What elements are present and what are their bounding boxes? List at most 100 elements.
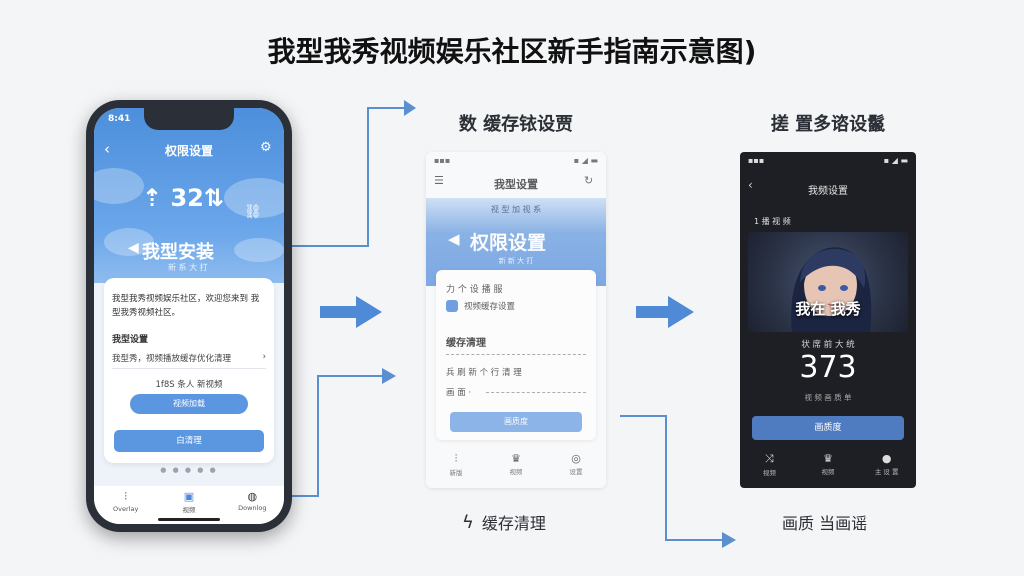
nav-label: 设置: [569, 468, 583, 476]
page-indicator: ● ● ● ● ●: [160, 466, 218, 474]
nav-label: 视频: [509, 468, 523, 476]
phone-mockup-quality: ▪▪▪▪ ◢ ▬ ‹ 我频设置 1 播 视 频 我在 我秀 状 席 前 大 统 …: [740, 152, 916, 488]
phone-mockup-main: 8:41 ‹ 权限设置 ⚙ ⇡ 32⇅ ⛓ ◀ 我型安装 新 系 大 打 我型我…: [86, 100, 292, 532]
intro-text: 我型我秀视频娱乐社区，欢迎您来到 我型我秀视频社区。: [112, 294, 260, 318]
character-illustration: [791, 247, 872, 332]
shield-icon: [446, 300, 458, 312]
step2-caption: ϟ 缓存清理: [462, 510, 546, 534]
gear-icon[interactable]: ⚙: [260, 140, 272, 155]
nav-item-downlog[interactable]: ◍ Downlog: [222, 490, 282, 524]
brand-subtitle: 新 系 大 打: [168, 263, 208, 272]
arrowhead-mid: [382, 368, 396, 384]
phone-notch: [144, 108, 234, 130]
phone-screen-main: 8:41 ‹ 权限设置 ⚙ ⇡ 32⇅ ⛓ ◀ 我型安装 新 系 大 打 我型我…: [94, 108, 284, 524]
phone-mockup-cache: ▪▪▪▪ ◢ ▬ ☰ 我型设置 ↻ 视 型 加 视 系 ◀ 权限设置 新 新 大…: [426, 152, 606, 488]
screen-header: ☰ 我型设置 ↻: [426, 168, 606, 198]
bottom-nav: ⫶ 新版 ♛ 视频 ◎ 设置: [426, 452, 606, 488]
banner-subtitle: 视 型 加 视 系: [490, 205, 542, 214]
counter-value: 32: [170, 184, 204, 212]
nav-item-video[interactable]: ⤨ 视频: [740, 452, 799, 488]
menu-icon[interactable]: ☰: [434, 174, 444, 187]
nav-label: 主 设 置: [874, 468, 899, 476]
quality-row[interactable]: 画 面 ·: [446, 388, 472, 398]
clear-button[interactable]: 白清理: [114, 430, 264, 452]
quality-button[interactable]: 画质度: [450, 412, 582, 432]
nav-item-main-settings[interactable]: ● 主 设 置: [857, 452, 916, 488]
status-bar: ▪▪▪▪ ◢ ▬: [434, 156, 598, 165]
sort-icon: ⛓: [244, 204, 262, 220]
nav-label: 视频: [762, 469, 776, 477]
status-bar: ▪▪▪▪ ◢ ▬: [748, 156, 908, 165]
card-header: 力 个 设 播 服: [446, 285, 503, 295]
connector-bottom: [620, 415, 722, 541]
crown-icon: ♛: [823, 452, 833, 465]
bottom-nav: ⫶ Overlay ▣ 视频 ◍ Downlog: [94, 486, 284, 524]
big-arrow-2: [636, 296, 694, 328]
chevron-right-icon: ›: [262, 352, 266, 362]
cache-setting-item[interactable]: 视频缓存设置: [446, 300, 515, 312]
divider: [112, 368, 266, 369]
character-artwork: [748, 232, 908, 332]
speaker-icon: ◀: [128, 240, 139, 256]
nav-item-settings[interactable]: ◎ 设置: [546, 452, 606, 488]
nav-label: 视频: [182, 506, 196, 514]
section-title: 缓存清理: [446, 338, 486, 349]
settings-card: 我型我秀视频娱乐社区，欢迎您来到 我型我秀视频社区。 我型设置 我型秀，视频播放…: [104, 278, 274, 463]
cache-row[interactable]: 兵 刷 新 个 行 清 理: [446, 368, 522, 378]
back-chevron-icon[interactable]: ‹: [104, 140, 110, 158]
cache-setting-label: 视频缓存设置: [464, 302, 516, 312]
target-icon: ◎: [571, 452, 581, 465]
artwork-caption: 我在 我秀: [795, 300, 861, 318]
load-video-button[interactable]: 视频加载: [130, 394, 248, 414]
section-title: 我型设置: [112, 335, 149, 345]
arrowhead-top: [404, 100, 416, 116]
nav-label: Downlog: [238, 504, 267, 512]
nav-item-overlay[interactable]: ⫶ Overlay: [96, 490, 156, 524]
status-time: 8:41: [108, 114, 131, 124]
updown-icon: ⇅: [203, 184, 224, 212]
hero-banner: [94, 108, 284, 283]
back-chevron-icon[interactable]: ‹: [748, 178, 753, 192]
nav-item-video[interactable]: ▣ 视频: [159, 490, 219, 524]
step2-heading: 数 缓存铱设贾: [458, 114, 574, 135]
quality-button[interactable]: 画质度: [752, 416, 904, 440]
nav-item-new[interactable]: ⫶ 新版: [426, 452, 486, 488]
calendar-icon: ▣: [183, 490, 195, 503]
step3-caption-text: 画质 当画谣: [782, 514, 868, 533]
refresh-icon[interactable]: ↻: [584, 174, 594, 187]
page-title: 我型我秀视频娱乐社区新手指南示意图): [267, 35, 757, 68]
screen-title: 权限设置: [164, 144, 213, 158]
step2-caption-text: 缓存清理: [481, 514, 546, 533]
cache-card: 力 个 设 播 服 视频缓存设置 缓存清理 兵 刷 新 个 行 清 理 画 面 …: [436, 270, 596, 440]
nav-item-video-2[interactable]: ♛ 视频: [799, 452, 858, 488]
section-label: 1 播 视 频: [754, 217, 791, 226]
info-text: 1f8S 条人 新视频: [155, 380, 223, 390]
filters-icon: ⫶: [454, 452, 458, 465]
screen-title: 我频设置: [808, 186, 848, 197]
bottom-nav: ⤨ 视频 ♛ 视频 ● 主 设 置: [740, 452, 916, 488]
stat-unit: 视 频 画 质 单: [804, 393, 852, 402]
lightning-icon: ϟ: [462, 511, 474, 533]
arrowhead-bottom: [722, 532, 736, 548]
up-arrow-icon: ⇡: [142, 184, 171, 212]
big-arrow-1: [320, 296, 382, 328]
counter-display: ⇡ 32⇅: [142, 184, 224, 212]
banner-caption: 新 新 大 打: [498, 257, 534, 265]
banner-title: 权限设置: [470, 232, 547, 254]
stat-label: 状 席 前 大 统: [801, 340, 855, 350]
speaker-icon: ◀: [448, 230, 460, 248]
step3-caption: 画质 当画谣: [782, 510, 867, 534]
settings-row-label: 我型秀，视频播放缓存优化清理: [112, 354, 232, 364]
nav-label: Overlay: [113, 505, 139, 513]
crown-icon: ♛: [511, 452, 521, 465]
home-indicator: [158, 518, 220, 521]
brand-title: 我型安装: [142, 242, 214, 263]
globe-icon: ◍: [247, 490, 258, 503]
nav-item-video[interactable]: ♛ 视频: [486, 452, 546, 488]
settings-row[interactable]: 我型秀，视频播放缓存优化清理 ›: [112, 352, 266, 364]
filters-icon: ⫶: [124, 490, 128, 503]
dot-icon: ●: [881, 452, 892, 465]
divider: [446, 354, 586, 355]
nav-label: 视频: [821, 468, 835, 476]
